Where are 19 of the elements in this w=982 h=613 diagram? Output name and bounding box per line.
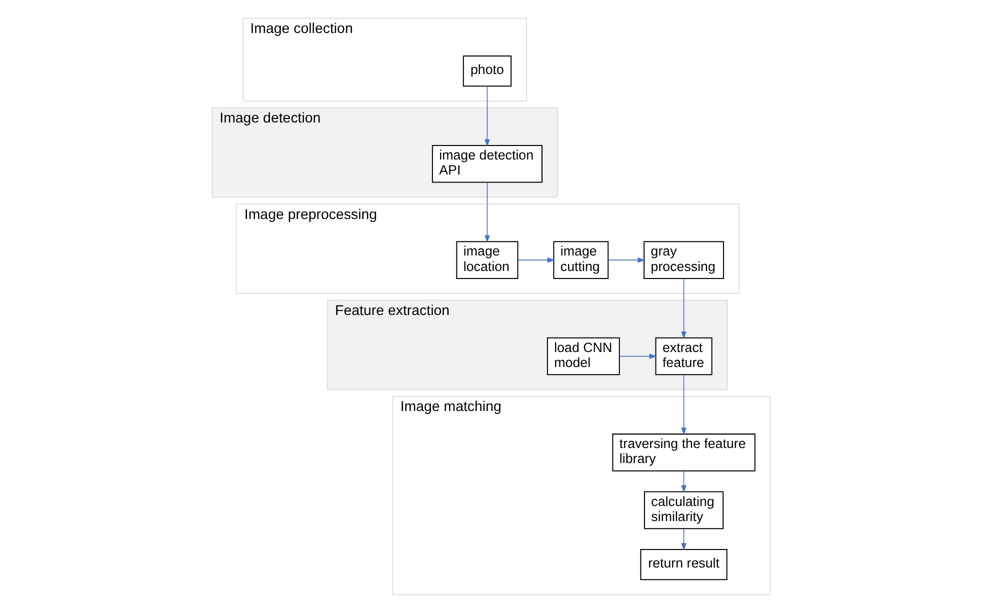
node-box: load CNN model — [546, 337, 620, 376]
node-box: photo — [462, 55, 512, 87]
arrow — [619, 354, 657, 359]
node-box: calculating similarity — [644, 491, 724, 530]
node-box: return result — [640, 549, 728, 580]
arrow — [681, 278, 686, 339]
arrow — [681, 374, 686, 436]
arrow — [518, 257, 555, 263]
arrow — [681, 470, 686, 493]
node-box: gray processing — [644, 241, 724, 279]
arrow — [608, 257, 646, 263]
node-box: extract feature — [655, 337, 712, 376]
arrow — [681, 528, 686, 551]
arrow — [484, 86, 490, 147]
node-box: image cutting — [553, 241, 609, 279]
arrow — [484, 182, 490, 243]
node-box: image location — [456, 241, 518, 279]
node-box: traversing the feature library — [612, 434, 756, 472]
node-box: image detection API — [432, 144, 543, 183]
